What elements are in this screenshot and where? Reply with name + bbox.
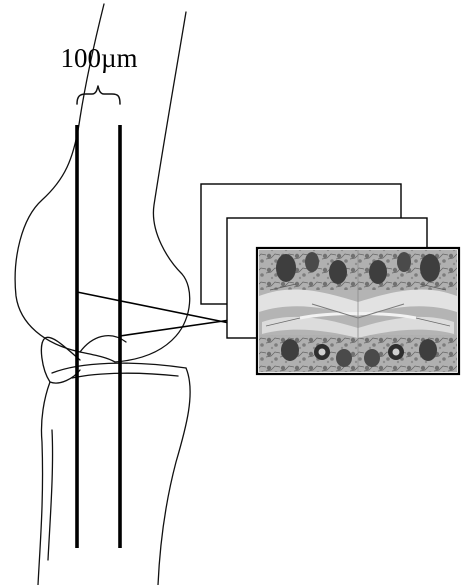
patella-outline <box>41 337 80 383</box>
scale-label: 100µm <box>60 43 137 73</box>
tibia-back-outline <box>158 368 190 585</box>
fibula-outline <box>48 430 53 560</box>
connector-right-cut <box>120 318 244 336</box>
joint-line-lower <box>72 373 178 378</box>
histology-micrograph <box>257 248 459 374</box>
